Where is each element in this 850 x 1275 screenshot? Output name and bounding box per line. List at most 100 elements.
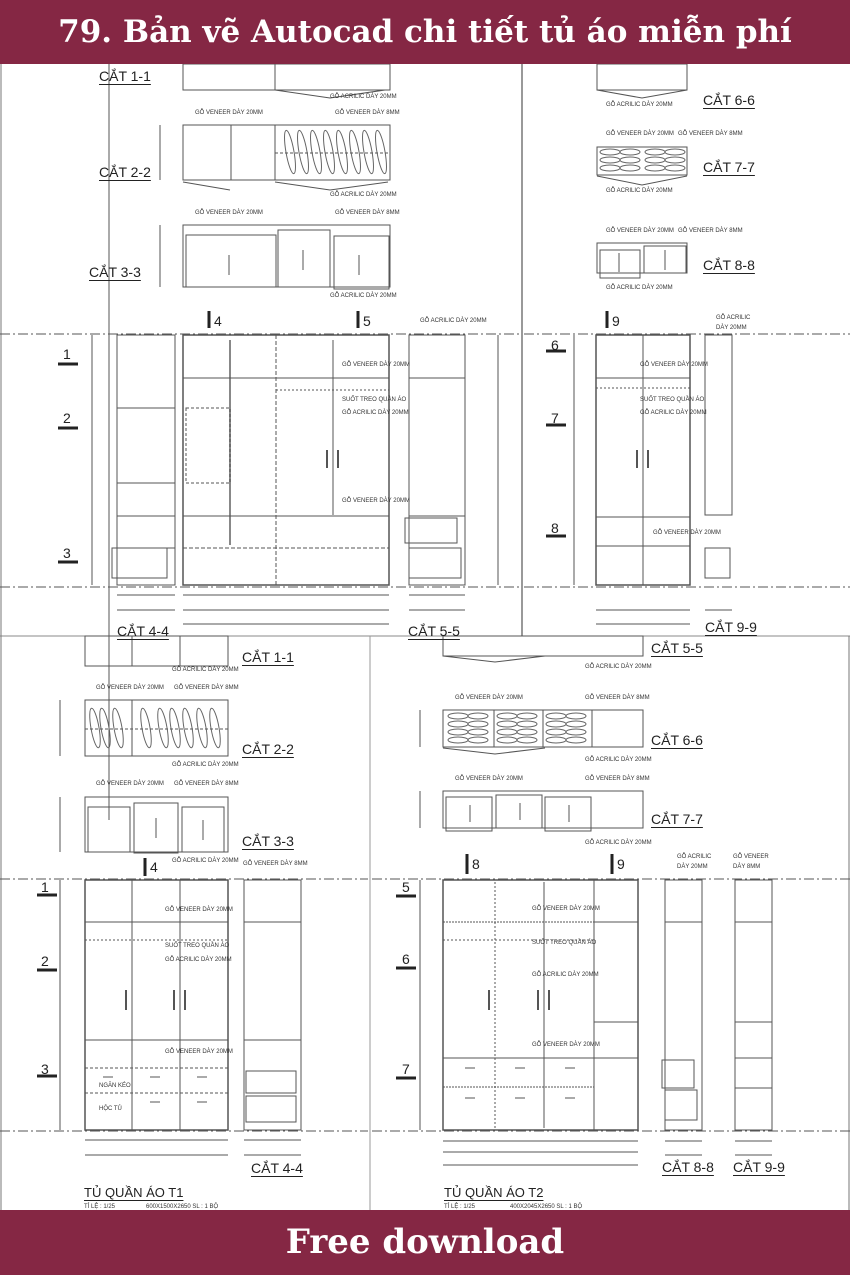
material-note: GỖ VENEER DÀY 8MM	[585, 695, 650, 701]
row-marker: 8	[551, 520, 559, 536]
section-marker: 4	[150, 859, 158, 875]
section-label: CẮT 5-5	[651, 640, 703, 656]
material-note: GỖ VENEER DÀY 20MM	[455, 695, 523, 701]
section-label: CẮT 8-8	[662, 1159, 714, 1175]
material-note: GỖ VENEER DÀY 8MM	[335, 210, 400, 216]
material-note: GỖ ACRILIC DÀY 20MM	[172, 858, 239, 864]
footer-banner: Free download	[0, 1210, 850, 1275]
section-marker: 5	[363, 313, 371, 329]
row-marker: 3	[41, 1061, 49, 1077]
material-note: GỖ VENEER DÀY 8MM	[174, 781, 239, 787]
material-note: GỖ ACRILIC DÀY 20MM	[330, 293, 397, 299]
material-note: GỖ VENEER DÀY 20MM	[455, 776, 523, 782]
title-banner: 79. Bản vẽ Autocad chi tiết tủ áo miễn p…	[0, 0, 850, 64]
row-marker: 2	[41, 953, 49, 969]
material-note: GỖ VENEER DÀY 8MM	[585, 776, 650, 782]
material-note: GỖ VENEER DÀY 8MM	[174, 685, 239, 691]
section-label: CẮT 4-4	[117, 623, 169, 639]
hanger-note: SUỐT TREO QUẦN ÁO	[342, 397, 407, 403]
section-label: CẮT 6-6	[651, 732, 703, 748]
material-note: GỖ VENEER DÀY 8MM	[335, 110, 400, 116]
material-note: GỖ VENEER DÀY 20MM	[653, 530, 721, 536]
hanger-note: SUỐT TREO QUẦN ÁO	[165, 943, 230, 949]
page-title: 79. Bản vẽ Autocad chi tiết tủ áo miễn p…	[58, 14, 792, 50]
material-note: GỖ VENEER DÀY 20MM	[195, 210, 263, 216]
row-marker: 3	[63, 545, 71, 561]
material-note: GỖ ACRILIC DÀY 20MM	[165, 957, 232, 963]
material-note: DÀY 20MM	[716, 325, 747, 331]
material-note: GỖ VENEER DÀY 20MM	[96, 781, 164, 787]
material-note: GỖ VENEER DÀY 20MM	[195, 110, 263, 116]
section-label: CẮT 8-8	[703, 257, 755, 273]
section-label: CẮT 9-9	[733, 1159, 785, 1175]
section-label: CẮT 4-4	[251, 1160, 303, 1176]
material-note: GỖ VENEER DÀY 8MM	[678, 228, 743, 234]
material-note: GỖ ACRILIC DÀY 20MM	[606, 188, 673, 194]
row-marker: 6	[551, 337, 559, 353]
section-label: CẮT 7-7	[703, 159, 755, 175]
material-note: DÀY 8MM	[733, 864, 761, 870]
section-label: CẮT 5-5	[408, 623, 460, 639]
material-note: GỖ ACRILIC DÀY 20MM	[585, 664, 652, 670]
material-note: GỖ VENEER DÀY 20MM	[640, 362, 708, 368]
section-label: CẮT 2-2	[99, 164, 151, 180]
drawing-spec: 400X2045X2650 SL : 1 BỘ	[510, 1204, 583, 1210]
material-note: GỖ ACRILIC DÀY 20MM	[172, 667, 239, 673]
section-marker: 8	[472, 856, 480, 872]
cabinet-label: HỘC TỦ	[99, 1106, 122, 1112]
row-marker: 5	[402, 879, 410, 895]
row-marker: 7	[551, 410, 559, 426]
material-note: GỖ VENEER DÀY 20MM	[532, 906, 600, 912]
section-label: CẮT 1-1	[99, 68, 151, 84]
material-note: DÀY 20MM	[677, 864, 708, 870]
material-note: GỖ ACRILIC	[716, 315, 751, 321]
section-marker: 9	[617, 856, 625, 872]
hanger-note: SUỐT TREO QUẦN ÁO	[640, 397, 705, 403]
drawing-title: TỦ QUẦN ÁO T1	[84, 1185, 184, 1200]
section-label: CẮT 1-1	[242, 649, 294, 665]
drawing-scale: TỈ LỆ : 1/25	[84, 1204, 116, 1210]
drawing-spec: 600X1500X2650 SL : 1 BỘ	[146, 1204, 219, 1210]
section-marker: 9	[612, 313, 620, 329]
material-note: GỖ VENEER	[733, 854, 769, 860]
cad-linework	[0, 64, 850, 1210]
material-note: GỖ ACRILIC DÀY 20MM	[606, 102, 673, 108]
section-label: CẮT 3-3	[89, 264, 141, 280]
material-note: GỖ VENEER DÀY 20MM	[342, 362, 410, 368]
hanger-note: SUỐT TREO QUẦN ÁO	[532, 940, 597, 946]
section-label: CẮT 3-3	[242, 833, 294, 849]
material-note: GỖ VENEER DÀY 20MM	[606, 131, 674, 137]
material-note: GỖ ACRILIC DÀY 20MM	[585, 840, 652, 846]
material-note: GỖ VENEER DÀY 8MM	[678, 131, 743, 137]
material-note: GỖ ACRILIC DÀY 20MM	[172, 762, 239, 768]
row-marker: 7	[402, 1061, 410, 1077]
cad-drawing-sheet: CẮT 1-1 CẮT 2-2 CẮT 3-3 GỖ ACRILIC DÀY 2…	[0, 64, 850, 1210]
row-marker: 6	[402, 951, 410, 967]
material-note: GỖ ACRILIC DÀY 20MM	[330, 192, 397, 198]
drawing-title: TỦ QUẦN ÁO T2	[444, 1185, 544, 1200]
material-note: GỖ ACRILIC	[677, 854, 712, 860]
row-marker: 2	[63, 410, 71, 426]
section-marker: 4	[214, 313, 222, 329]
material-note: GỖ ACRILIC DÀY 20MM	[330, 94, 397, 100]
material-note: GỖ VENEER DÀY 20MM	[606, 228, 674, 234]
material-note: GỖ ACRILIC DÀY 20MM	[585, 757, 652, 763]
section-label: CẮT 2-2	[242, 741, 294, 757]
drawer-label: NGĂN KÉO	[99, 1083, 131, 1089]
material-note: GỖ VENEER DÀY 20MM	[165, 907, 233, 913]
section-label: CẮT 7-7	[651, 811, 703, 827]
material-note: GỖ ACRILIC DÀY 20MM	[640, 410, 707, 416]
free-download-label: Free download	[285, 1222, 565, 1262]
material-note: GỖ VENEER DÀY 20MM	[342, 498, 410, 504]
material-note: GỖ ACRILIC DÀY 20MM	[342, 410, 409, 416]
section-label: CẮT 6-6	[703, 92, 755, 108]
material-note: GỖ ACRILIC DÀY 20MM	[532, 972, 599, 978]
section-label: CẮT 9-9	[705, 619, 757, 635]
material-note: GỖ VENEER DÀY 20MM	[532, 1042, 600, 1048]
material-note: GỖ VENEER DÀY 8MM	[243, 861, 308, 867]
row-marker: 1	[41, 879, 49, 895]
row-marker: 1	[63, 346, 71, 362]
material-note: GỖ VENEER DÀY 20MM	[165, 1049, 233, 1055]
material-note: GỖ ACRILIC DÀY 20MM	[420, 318, 487, 324]
drawing-scale: TỈ LỆ : 1/25	[444, 1204, 476, 1210]
